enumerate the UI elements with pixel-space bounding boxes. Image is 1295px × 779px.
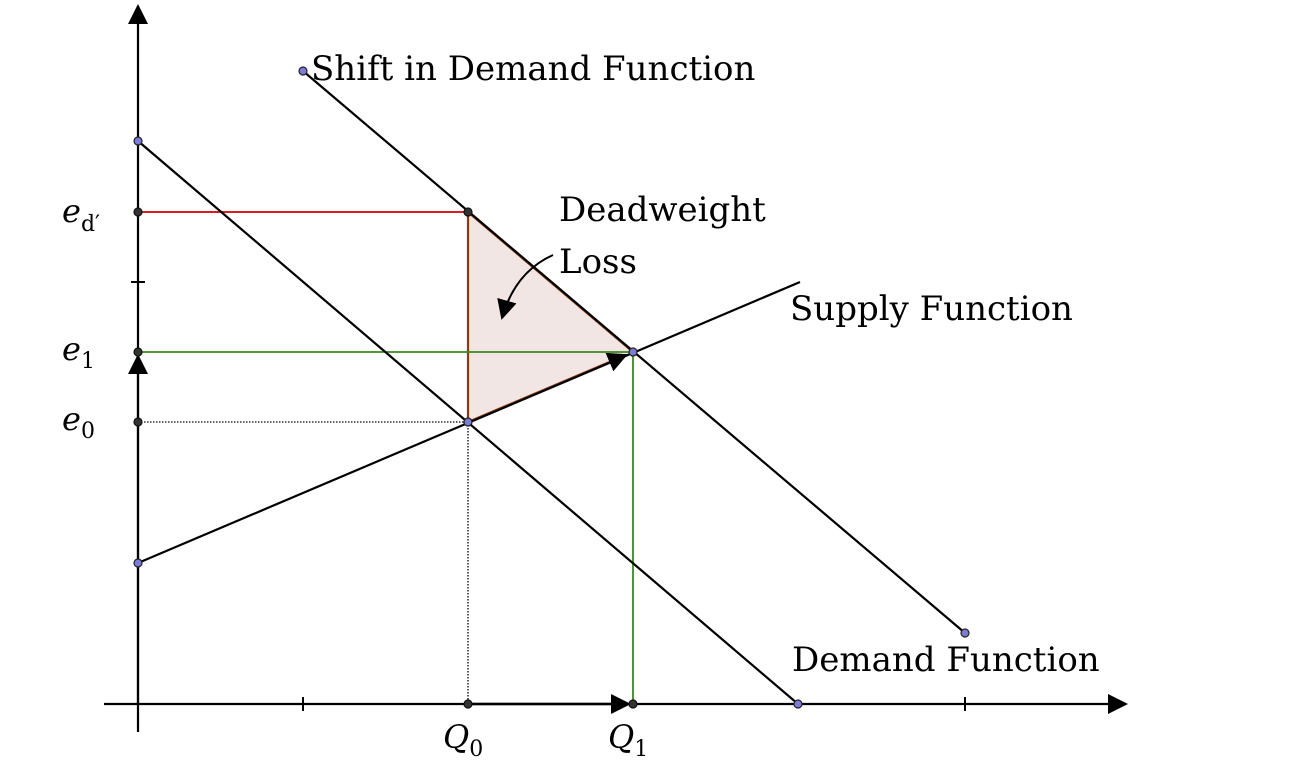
q0-axis-point [463, 699, 473, 709]
e0-axis-point [133, 417, 143, 427]
supply-function-label: Supply Function [790, 289, 1073, 329]
deadweight-label-line2: Loss [559, 242, 637, 282]
q1-axis-point [628, 699, 638, 709]
e1-axis-point [133, 347, 143, 357]
shifted-demand-end-point [960, 628, 970, 638]
demand-x-intercept-point [793, 699, 803, 709]
shift-demand-label: Shift in Demand Function [311, 49, 755, 89]
supply-intercept-point [133, 558, 143, 568]
shifted-demand-start-point [298, 66, 308, 76]
equilibrium-e0-point [463, 417, 473, 427]
deadweight-pointer-arrow [497, 254, 554, 320]
ed-prime-point [463, 207, 473, 217]
q1-label: Q1 [608, 718, 648, 762]
ed-prime-label: ed′ [62, 192, 100, 237]
e0-label: e0 [62, 400, 95, 444]
deadweight-label-line1: Deadweight [559, 190, 766, 230]
equilibrium-e1-point [628, 347, 638, 357]
demand-function-label: Demand Function [792, 640, 1100, 680]
e1-label: e1 [62, 330, 95, 374]
q0-label: Q0 [443, 718, 483, 762]
ed-prime-axis-point [133, 207, 143, 217]
demand-intercept-point [133, 136, 143, 146]
